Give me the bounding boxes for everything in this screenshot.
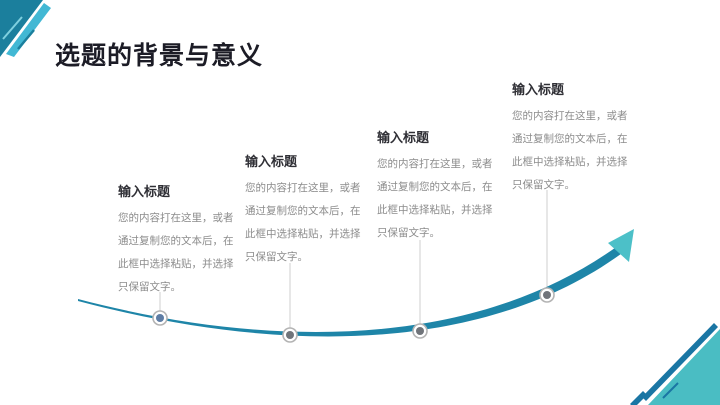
- body-line: 您的内容打在这里，或者: [245, 182, 361, 194]
- body-line: 此框中选择粘贴，并选择: [245, 228, 361, 240]
- slide-title: 选题的背景与意义: [55, 41, 264, 70]
- corner-decoration-bottom-right: [630, 323, 720, 405]
- body-line: 您的内容打在这里，或者: [512, 110, 628, 122]
- corner-stripe: [6, 3, 51, 57]
- milestone-dot: [286, 331, 294, 339]
- corner-stripe-thin: [17, 29, 35, 50]
- timeline-item-2: 输入标题 您的内容打在这里，或者 通过复制您的文本后，在 此框中选择粘贴，并选择…: [245, 154, 367, 269]
- corner-stripe-thin: [662, 382, 679, 399]
- corner-stripe-step: [630, 391, 647, 405]
- body-line: 通过复制您的文本后，在: [377, 181, 493, 193]
- corner-triangle: [0, 0, 43, 57]
- timeline-item-body: 您的内容打在这里，或者 通过复制您的文本后，在 此框中选择粘贴，并选择 只保留文…: [118, 207, 240, 299]
- timeline-item-title: 输入标题: [118, 184, 171, 199]
- timeline-item-title: 输入标题: [245, 154, 298, 169]
- timeline-item-3: 输入标题 您的内容打在这里，或者 通过复制您的文本后，在 此框中选择粘贴，并选择…: [377, 130, 499, 245]
- timeline-item-body: 您的内容打在这里，或者 通过复制您的文本后，在 此框中选择粘贴，并选择 只保留文…: [245, 177, 367, 269]
- timeline-item-1: 输入标题 您的内容打在这里，或者 通过复制您的文本后，在 此框中选择粘贴，并选择…: [118, 184, 240, 299]
- growth-curve: [78, 245, 625, 337]
- body-line: 此框中选择粘贴，并选择: [377, 204, 493, 216]
- timeline-item-title: 输入标题: [377, 130, 430, 145]
- timeline-item-body: 您的内容打在这里，或者 通过复制您的文本后，在 此框中选择粘贴，并选择 只保留文…: [512, 105, 634, 197]
- milestone-dot: [416, 327, 424, 335]
- timeline-connectors: [159, 190, 548, 335]
- corner-stripe-highlight: [2, 16, 23, 40]
- body-line: 只保留文字。: [512, 179, 575, 191]
- timeline-item-4: 输入标题 您的内容打在这里，或者 通过复制您的文本后，在 此框中选择粘贴，并选择…: [512, 82, 634, 197]
- corner-decoration-top-left: [0, 0, 51, 57]
- corner-triangle: [648, 329, 720, 405]
- body-line: 通过复制您的文本后，在: [512, 133, 628, 145]
- growth-arrow-icon: [608, 229, 634, 262]
- body-line: 通过复制您的文本后，在: [118, 235, 234, 247]
- body-line: 您的内容打在这里，或者: [118, 212, 234, 224]
- body-line: 此框中选择粘贴，并选择: [118, 258, 234, 270]
- body-line: 只保留文字。: [377, 227, 440, 239]
- milestone-dot: [156, 314, 164, 322]
- timeline-dots: [152, 287, 555, 343]
- body-line: 只保留文字。: [245, 251, 308, 263]
- corner-stripe-thin: [669, 337, 704, 372]
- body-line: 您的内容打在这里，或者: [377, 158, 493, 170]
- body-line: 此框中选择粘贴，并选择: [512, 156, 628, 168]
- body-line: 通过复制您的文本后，在: [245, 205, 361, 217]
- timeline-item-body: 您的内容打在这里，或者 通过复制您的文本后，在 此框中选择粘贴，并选择 只保留文…: [377, 153, 499, 245]
- body-line: 只保留文字。: [118, 281, 181, 293]
- milestone-dot: [543, 291, 551, 299]
- timeline-item-title: 输入标题: [512, 82, 565, 97]
